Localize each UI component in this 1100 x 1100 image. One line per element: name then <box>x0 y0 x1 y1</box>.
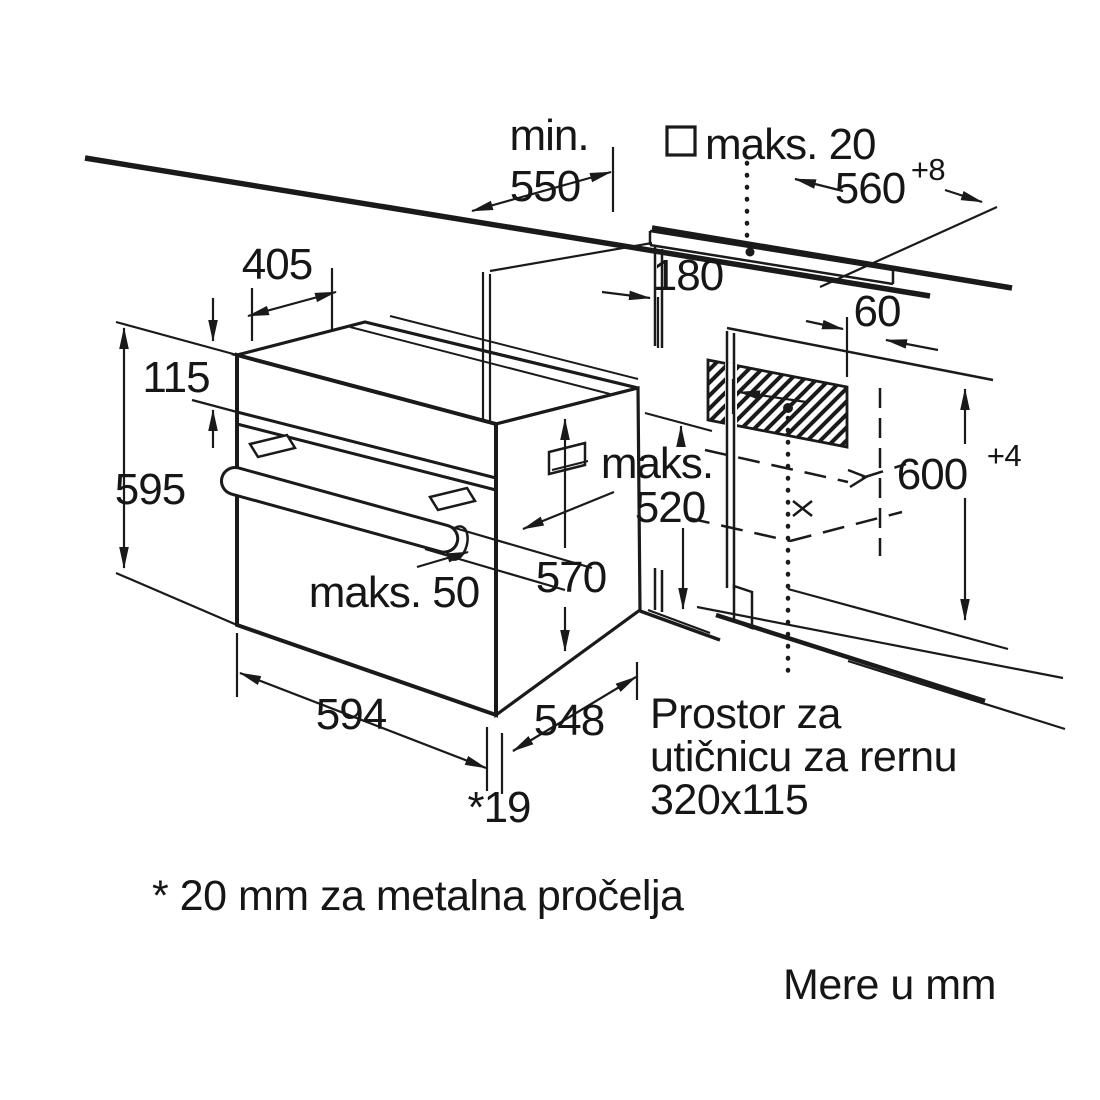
ext-115-top <box>115 320 238 357</box>
dim-180: 180 <box>653 251 723 300</box>
ext-115-bottom <box>191 398 238 414</box>
dim-maks-520-label: maks. <box>601 439 713 488</box>
ext-595-bottom <box>115 571 238 627</box>
niche-hidden-edges-dashed <box>687 448 907 543</box>
ext-548 <box>500 662 639 794</box>
square-icon <box>665 125 697 157</box>
oven-top-inner-line <box>349 326 611 395</box>
dim-600: 600 <box>897 450 967 499</box>
dim-595: 595 <box>115 465 185 514</box>
dimline-594 <box>239 671 487 770</box>
leader-560 <box>944 188 983 204</box>
dim-560: 560 <box>835 164 905 213</box>
niche-left-partition <box>653 247 664 612</box>
ext-594 <box>235 633 489 791</box>
center-cross-mark <box>792 500 813 517</box>
oven-front-face <box>235 352 498 718</box>
vent-slot-inner-line <box>551 460 589 471</box>
dim-560-tolerance: +8 <box>911 152 945 187</box>
dim-min-550-label: min. <box>509 111 588 160</box>
dim-570: 570 <box>536 553 606 602</box>
hidden-corner-mark <box>847 468 869 489</box>
door-handle-bar <box>219 465 460 554</box>
handle-bracket-right <box>428 486 477 512</box>
filler-strip <box>648 229 895 286</box>
dim-594: 594 <box>316 690 387 739</box>
dim-600-tolerance: +4 <box>987 438 1022 473</box>
socket-note-line-1: Prostor za <box>650 690 842 738</box>
floor-front-edge <box>715 612 986 704</box>
dim-maks-520-value: 520 <box>635 483 705 532</box>
ext-180 <box>656 297 735 414</box>
arrow-560-left <box>794 177 844 193</box>
countertop-joint-line <box>489 241 653 273</box>
socket-position-dot <box>783 403 793 413</box>
countertop <box>84 125 1013 299</box>
countertop-edge-right <box>651 225 1013 291</box>
gap-position-dot <box>745 247 755 257</box>
dim-60: 60 <box>854 287 901 336</box>
floor-edge-1 <box>787 587 1009 651</box>
arrow-180-left <box>738 390 807 404</box>
arrow-180-right <box>601 290 651 301</box>
dim-maks-50: maks. 50 <box>309 568 480 617</box>
labels: min. 550 maks. 20 560 +8 405 115 595 180… <box>115 111 1022 1009</box>
niche-ceiling-edge <box>726 326 994 382</box>
control-panel-edge <box>236 410 497 492</box>
dim-115: 115 <box>142 353 209 402</box>
units-caption: Mere u mm <box>783 961 996 1009</box>
dimline-min550 <box>471 170 612 213</box>
dimline-405 <box>247 290 337 318</box>
niche-back-wall-edge <box>481 272 492 421</box>
vent-slot-icon <box>547 441 587 476</box>
floor-edge-2 <box>696 605 1064 680</box>
socket-note-line-2: utičnicu za rernu <box>650 733 957 781</box>
arrow-maks50-b <box>416 550 469 569</box>
dim-405: 405 <box>242 240 312 289</box>
oven <box>219 315 642 719</box>
arrow-60-left <box>885 338 939 352</box>
socket-area-hatch <box>706 358 849 449</box>
dim-min-550-value: 550 <box>510 162 580 211</box>
floor-under-oven <box>639 609 721 642</box>
handle-bracket-left <box>248 433 297 459</box>
oven-top-back-strip <box>389 315 639 380</box>
dimension-annotations <box>115 147 998 794</box>
arrow-60-right <box>805 319 844 331</box>
countertop-edge-left <box>84 155 931 299</box>
ext-520 <box>644 411 713 635</box>
plinth-edge <box>847 659 1066 731</box>
dim-548: 548 <box>534 696 604 745</box>
dimline-548 <box>512 676 637 752</box>
arrow-maks50-a <box>522 490 615 531</box>
footnote: * 20 mm za metalna pročelja <box>152 872 684 920</box>
socket-note-line-3: 320x115 <box>650 776 808 824</box>
dim-maks-20: maks. 20 <box>705 120 876 169</box>
oven-side-face <box>494 385 642 719</box>
cabinet-niche <box>639 247 1066 731</box>
dim-star-19: *19 <box>467 783 530 832</box>
niche-side-wall-edge <box>725 331 736 590</box>
dimline-560 <box>819 205 998 289</box>
